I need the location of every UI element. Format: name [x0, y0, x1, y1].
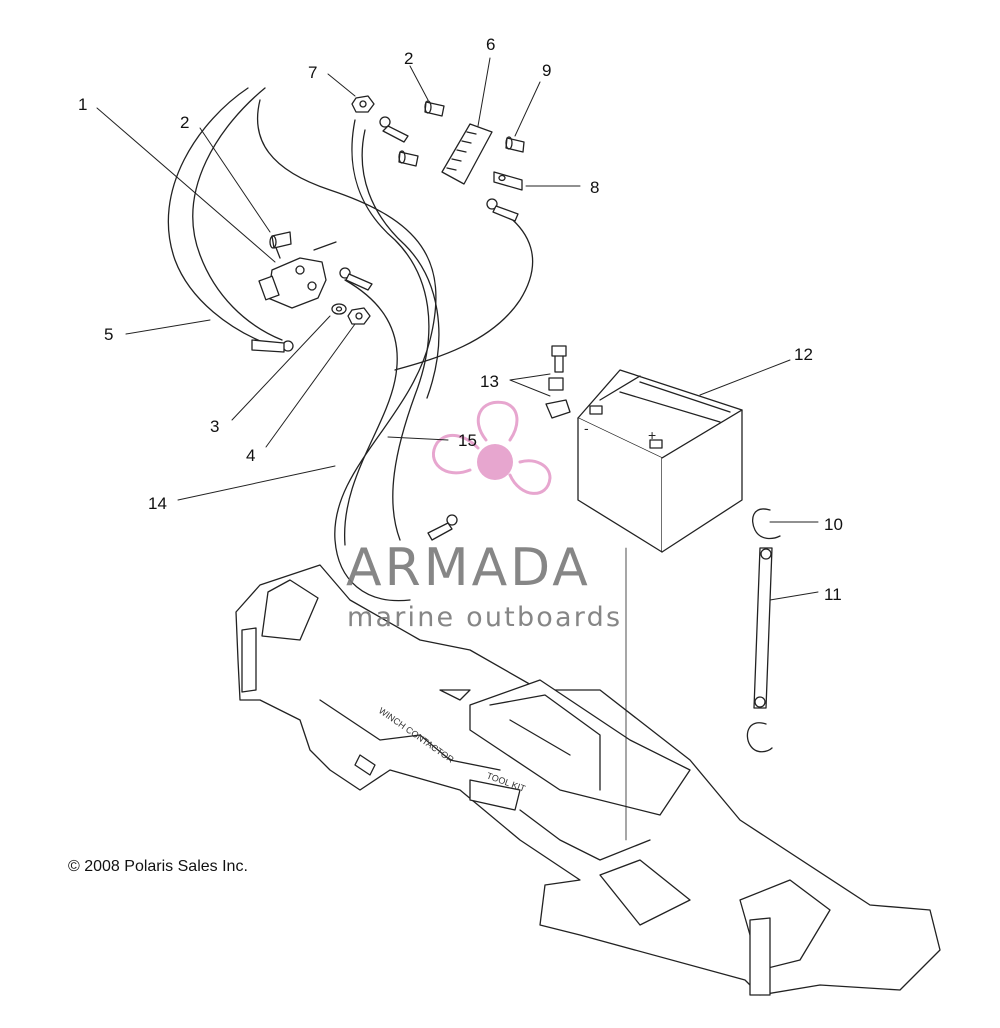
terminal-lug-left [251, 339, 294, 353]
watermark-logo [431, 400, 552, 495]
copyright-notice: © 2008 Polaris Sales Inc. [68, 858, 248, 875]
bolt-9 [505, 136, 525, 153]
terminal-lug-battery [427, 514, 458, 541]
callout-2-top: 2 [404, 49, 413, 68]
svg-text:+: + [648, 427, 656, 443]
nut-4 [347, 307, 371, 325]
callout-1: 1 [78, 95, 87, 114]
callout-15: 15 [458, 431, 477, 450]
bolt-2-lower [398, 150, 419, 167]
callout-7: 7 [308, 63, 317, 82]
cable-14 [256, 99, 437, 602]
hook-10 [746, 508, 781, 753]
strap-11 [753, 547, 773, 709]
callout-8: 8 [590, 178, 599, 197]
link-8 [493, 171, 523, 191]
battery: - + [577, 369, 743, 553]
cable-15 [351, 119, 534, 541]
callout-5: 5 [104, 325, 113, 344]
watermark-title: ARMADA [346, 538, 591, 598]
battery-tray: TOOL KIT WINCH CONTACTOR [235, 564, 941, 996]
washer-3 [331, 303, 347, 315]
callout-9: 9 [542, 61, 551, 80]
terminal-lug-upper [379, 116, 409, 143]
callout-6: 6 [486, 35, 495, 54]
svg-text:-: - [584, 420, 589, 436]
callout-13: 13 [480, 372, 499, 391]
bolt-2-left [269, 231, 292, 249]
callout-10: 10 [824, 515, 843, 534]
bolt-2-top [424, 100, 445, 117]
cable-5 [167, 87, 283, 346]
callout-2-left: 2 [180, 113, 189, 132]
hardware-13 [545, 345, 571, 419]
callout-4: 4 [246, 446, 255, 465]
nut-7 [351, 95, 375, 113]
callout-12: 12 [794, 345, 813, 364]
solenoid [258, 241, 337, 309]
watermark-subtitle: marine outboards [347, 602, 623, 633]
terminal-lug-mid [486, 198, 519, 222]
callout-14: 14 [148, 494, 167, 513]
terminal-lug-solenoid [339, 267, 373, 291]
leader-lines [96, 57, 819, 601]
callout-11: 11 [824, 585, 842, 604]
fuse-block-6 [441, 123, 493, 185]
callout-3: 3 [210, 417, 219, 436]
